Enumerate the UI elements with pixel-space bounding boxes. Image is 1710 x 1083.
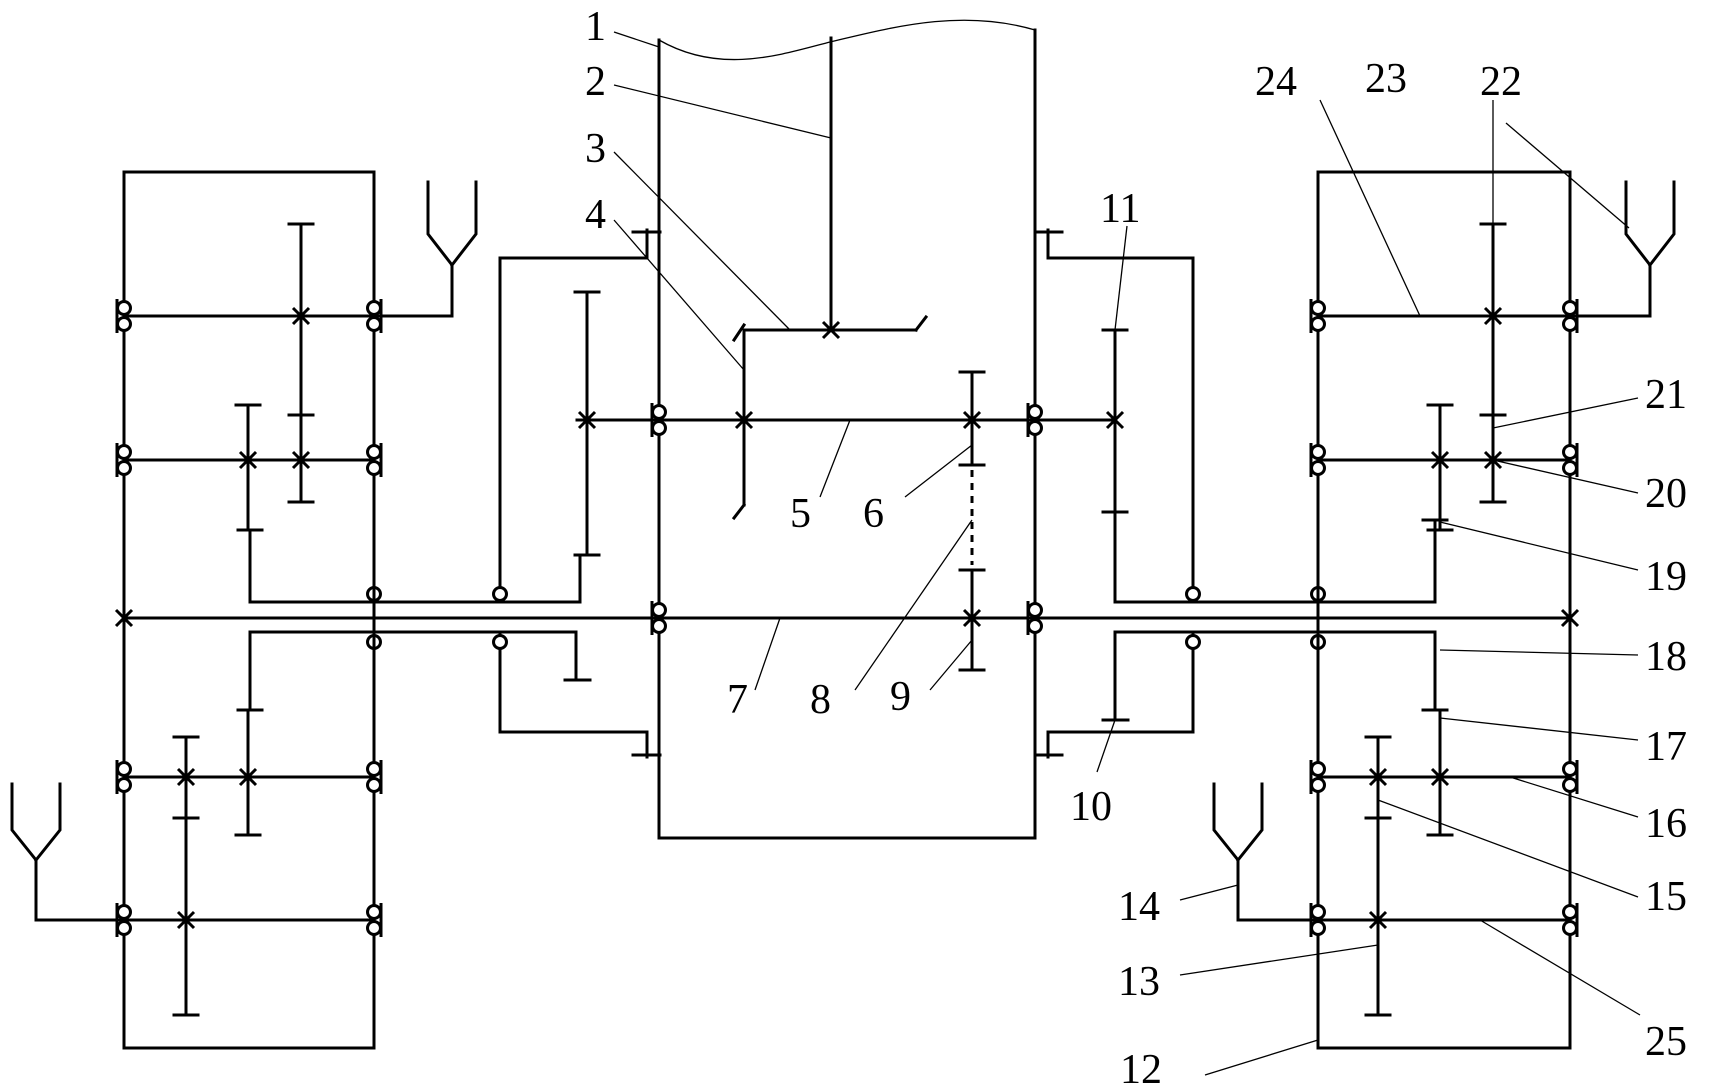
right-hollow-shaft-upper bbox=[1115, 512, 1447, 602]
label-18: 18 bbox=[1645, 634, 1687, 680]
left-lower-bracket bbox=[500, 632, 660, 757]
label-13: 13 bbox=[1118, 959, 1160, 1005]
right-hollow-shaft-lower bbox=[1115, 632, 1447, 710]
label-19: 19 bbox=[1645, 554, 1687, 600]
label-1: 1 bbox=[585, 4, 606, 50]
label-10: 10 bbox=[1070, 784, 1112, 830]
left-gearbox bbox=[12, 172, 476, 1048]
label-2: 2 bbox=[585, 59, 606, 105]
left-upper-bracket bbox=[500, 230, 660, 602]
main-shaft-7 bbox=[116, 601, 1578, 635]
label-21: 21 bbox=[1645, 372, 1687, 418]
label-11: 11 bbox=[1100, 186, 1140, 232]
label-16: 16 bbox=[1645, 801, 1687, 847]
label-7: 7 bbox=[727, 677, 748, 723]
label-5: 5 bbox=[790, 491, 811, 537]
input-shaft bbox=[734, 38, 926, 340]
label-3: 3 bbox=[585, 126, 606, 172]
label-17: 17 bbox=[1645, 724, 1687, 770]
left-gear-on-shaft-5 bbox=[575, 292, 599, 555]
label-14: 14 bbox=[1118, 884, 1160, 930]
label-22: 22 bbox=[1480, 59, 1522, 105]
label-6: 6 bbox=[863, 491, 884, 537]
label-12: 12 bbox=[1120, 1047, 1162, 1083]
label-25: 25 bbox=[1645, 1019, 1687, 1065]
label-23: 23 bbox=[1365, 56, 1407, 102]
gear-10 bbox=[1103, 632, 1128, 720]
label-15: 15 bbox=[1645, 874, 1687, 920]
label-8: 8 bbox=[810, 677, 831, 723]
label-4: 4 bbox=[585, 192, 606, 238]
label-20: 20 bbox=[1645, 471, 1687, 517]
label-24: 24 bbox=[1255, 59, 1297, 105]
right-gearbox bbox=[1214, 172, 1674, 1048]
label-9: 9 bbox=[890, 674, 911, 720]
